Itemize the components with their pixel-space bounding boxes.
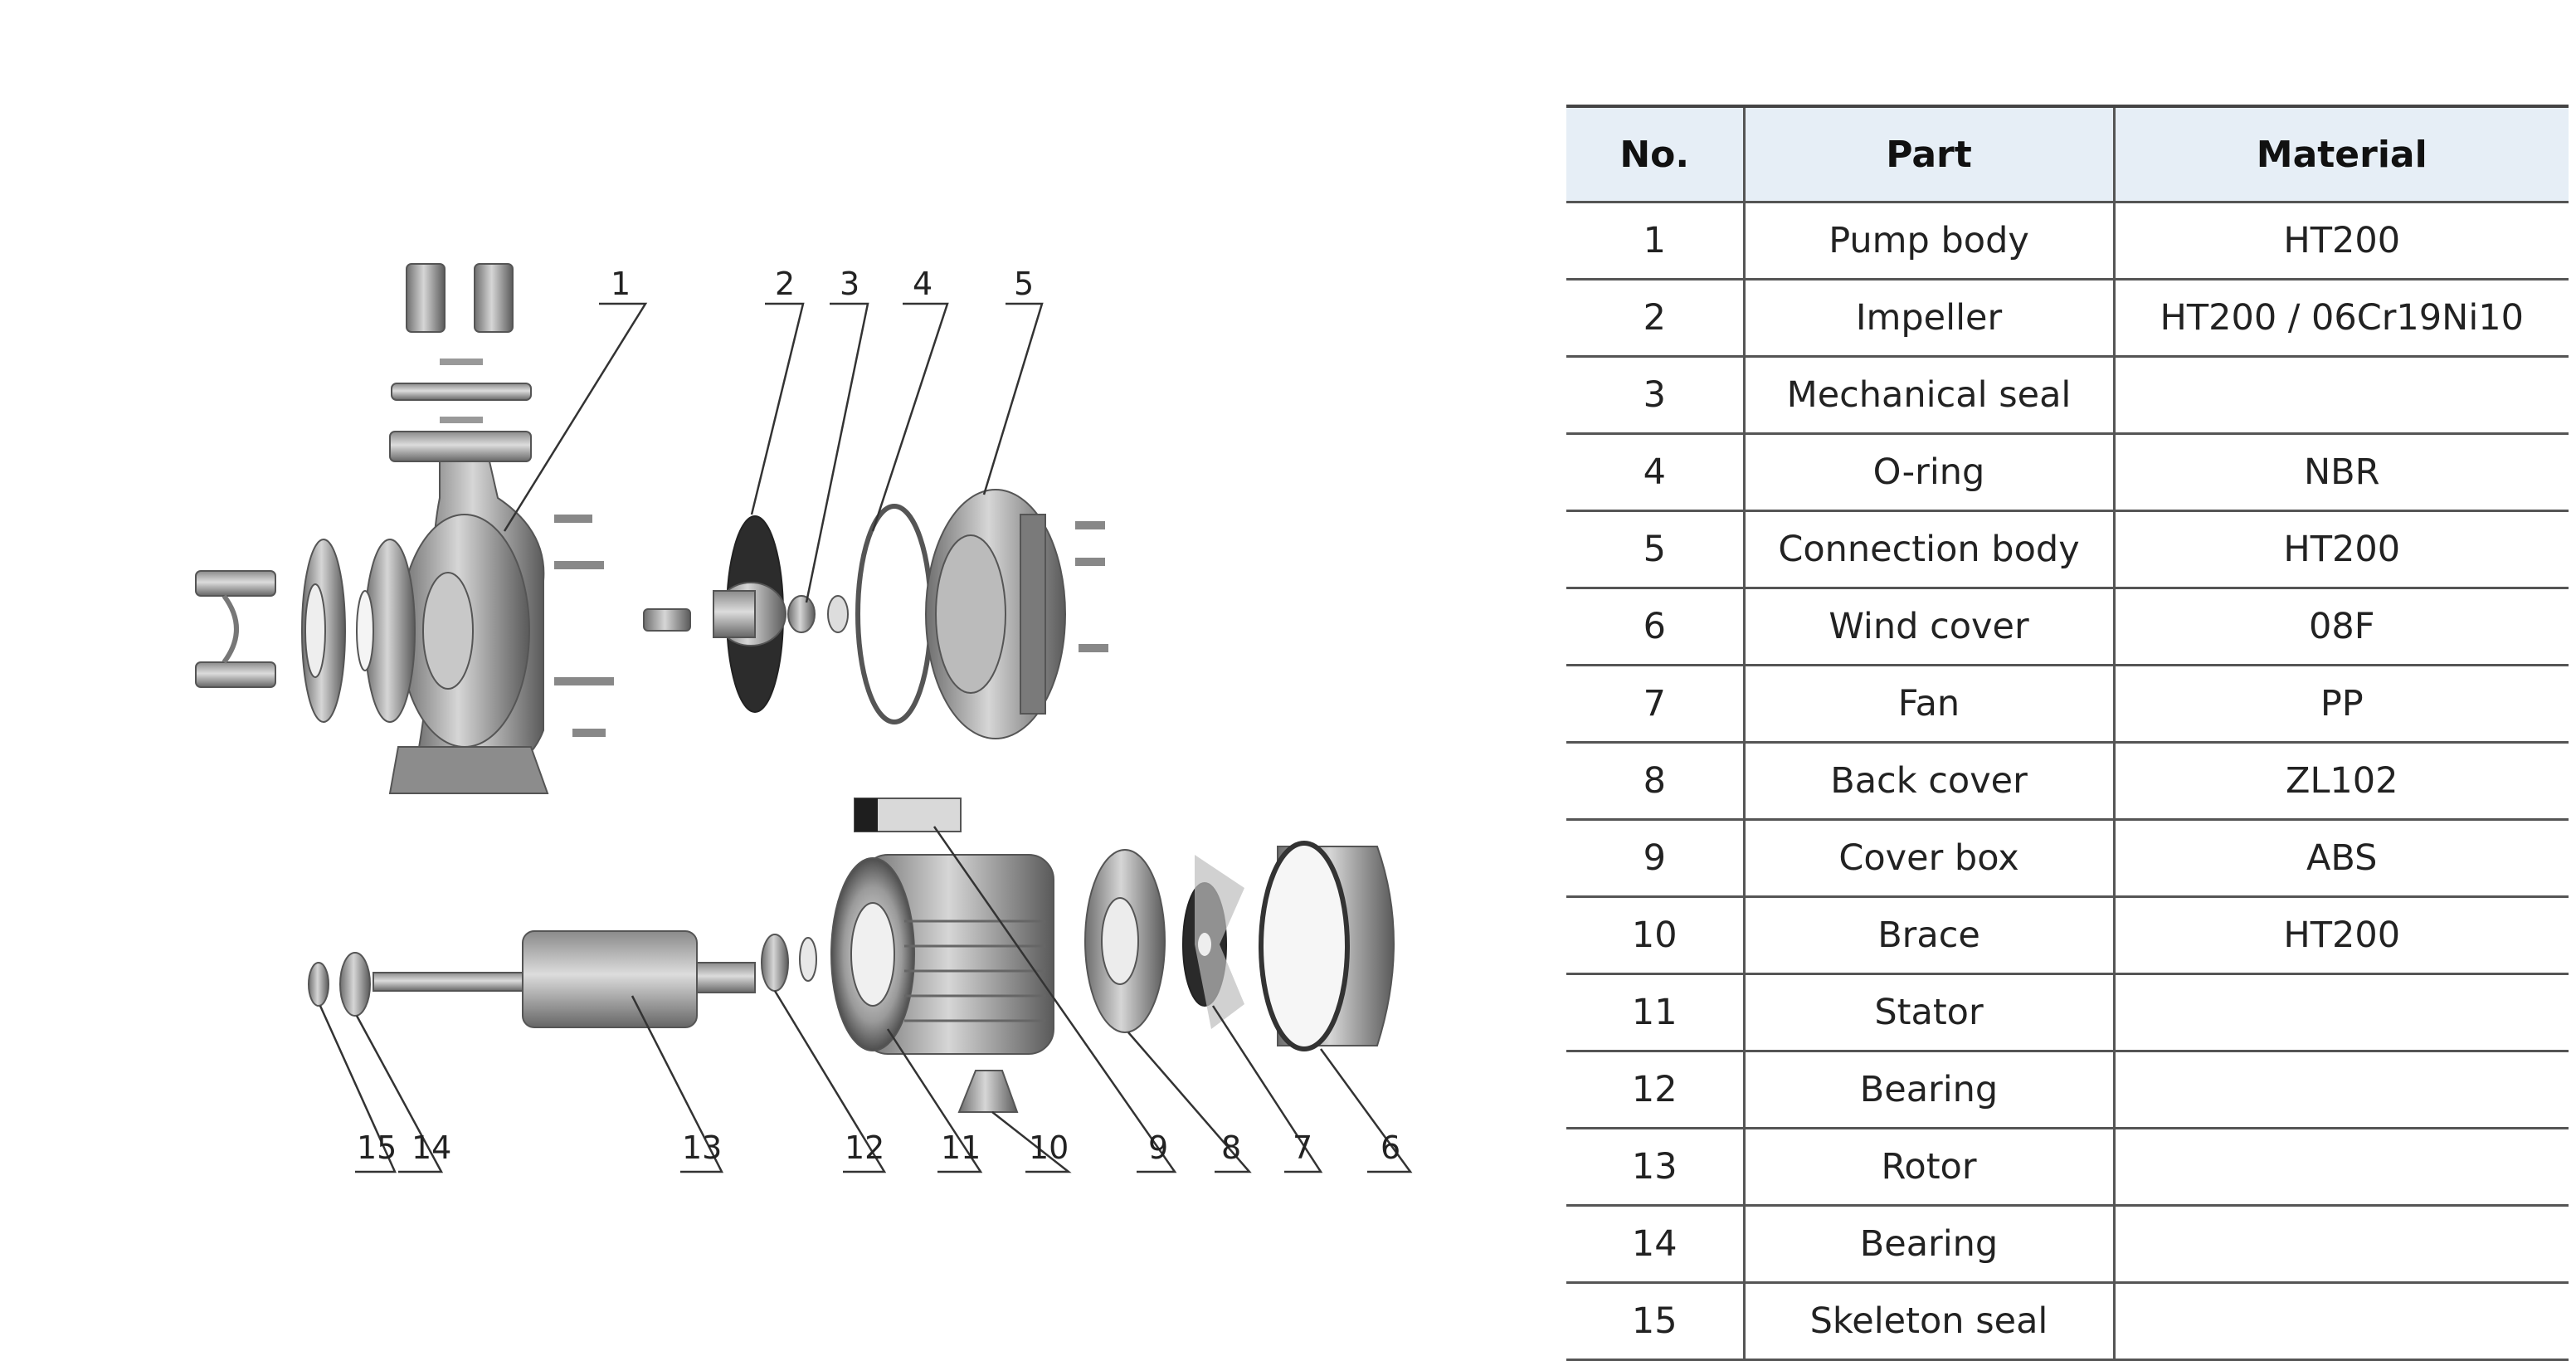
cell-material: PP — [2112, 665, 2569, 744]
cell-no: 14 — [1566, 1205, 1744, 1284]
bearing-14-part — [339, 952, 371, 1017]
callout-6: 6 — [1381, 1129, 1400, 1166]
cell-material — [2112, 1128, 2569, 1207]
cell-material — [2112, 1282, 2569, 1361]
cell-no: 15 — [1566, 1282, 1744, 1361]
header-part: Part — [1742, 105, 2114, 203]
cell-no: 4 — [1566, 433, 1744, 512]
cell-material: HT200 — [2112, 510, 2569, 589]
mechanical-seal-part — [787, 595, 849, 633]
callout-12: 12 — [845, 1129, 884, 1166]
brace-part — [957, 1070, 1019, 1113]
callout-1: 1 — [611, 266, 631, 302]
cell-material — [2112, 1205, 2569, 1284]
callout-5: 5 — [1014, 266, 1034, 302]
o-ring-part — [855, 504, 933, 724]
cell-no: 6 — [1566, 588, 1744, 666]
skeleton-seal-part — [308, 962, 329, 1007]
wind-cover-part — [1259, 841, 1395, 1051]
cell-no: 7 — [1566, 665, 1744, 744]
leader-lines — [319, 302, 1413, 1173]
cell-part: O-ring — [1742, 433, 2114, 512]
cell-part: Wind cover — [1742, 588, 2114, 666]
callout-4: 4 — [913, 266, 933, 302]
pump-body-part — [195, 263, 614, 794]
exploded-pump-diagram: 1 2 3 4 5 6 7 8 9 10 11 12 13 14 15 — [195, 263, 1413, 1173]
back-cover-part — [1084, 849, 1166, 1033]
cell-no: 10 — [1566, 896, 1744, 975]
cell-no: 9 — [1566, 819, 1744, 898]
cell-part: Rotor — [1742, 1128, 2114, 1207]
cell-material — [2112, 1051, 2569, 1129]
cell-no: 8 — [1566, 742, 1744, 821]
callout-11: 11 — [941, 1129, 981, 1166]
cell-material: HT200 / 06Cr19Ni10 — [2112, 279, 2569, 358]
callout-10: 10 — [1029, 1129, 1069, 1166]
cell-material — [2112, 356, 2569, 435]
impeller-part — [713, 515, 786, 713]
callout-2: 2 — [775, 266, 795, 302]
cell-material: ABS — [2112, 819, 2569, 898]
cell-material: NBR — [2112, 433, 2569, 512]
stator-part — [830, 854, 1054, 1055]
callout-13: 13 — [682, 1129, 722, 1166]
header-no: No. — [1566, 105, 1744, 203]
cell-part: Impeller — [1742, 279, 2114, 358]
callout-7: 7 — [1293, 1129, 1312, 1166]
cell-no: 5 — [1566, 510, 1744, 589]
cell-material: HT200 — [2112, 202, 2569, 280]
cell-part: Cover box — [1742, 819, 2114, 898]
seal-nuts — [643, 608, 691, 632]
cell-no: 2 — [1566, 279, 1744, 358]
cell-part: Pump body — [1742, 202, 2114, 280]
cell-part: Bearing — [1742, 1205, 2114, 1284]
header-material: Material — [2112, 105, 2569, 203]
cell-part: Skeleton seal — [1742, 1282, 2114, 1361]
cell-no: 3 — [1566, 356, 1744, 435]
callout-9: 9 — [1148, 1129, 1168, 1166]
cell-material: HT200 — [2112, 896, 2569, 975]
cell-part: Connection body — [1742, 510, 2114, 589]
cell-no: 13 — [1566, 1128, 1744, 1207]
cell-part: Bearing — [1742, 1051, 2114, 1129]
cell-no: 11 — [1566, 973, 1744, 1052]
callout-15: 15 — [357, 1129, 397, 1166]
fan-part — [1182, 855, 1244, 1029]
bearing-12-part — [761, 934, 817, 992]
cell-part: Back cover — [1742, 742, 2114, 821]
rotor-part — [373, 930, 756, 1028]
callout-8: 8 — [1221, 1129, 1241, 1166]
cell-material: 08F — [2112, 588, 2569, 666]
cell-material — [2112, 973, 2569, 1052]
cell-material: ZL102 — [2112, 742, 2569, 821]
cell-part: Mechanical seal — [1742, 356, 2114, 435]
cell-no: 1 — [1566, 202, 1744, 280]
cell-no: 12 — [1566, 1051, 1744, 1129]
table-header-row: No. Part Material — [1566, 105, 2569, 203]
connection-body-part — [925, 489, 1108, 739]
cell-part: Stator — [1742, 973, 2114, 1052]
cell-part: Brace — [1742, 896, 2114, 975]
cell-part: Fan — [1742, 665, 2114, 744]
callout-14: 14 — [411, 1129, 451, 1166]
callout-3: 3 — [840, 266, 859, 302]
